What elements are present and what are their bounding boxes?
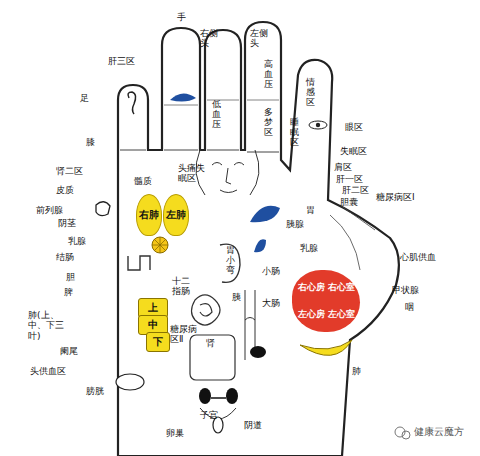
zone-label: 胰 [232, 292, 241, 302]
zone-label: 阴道 [244, 420, 262, 430]
zone-label: 结肠 [56, 252, 74, 262]
zone-text: 上 [148, 301, 158, 315]
zone-label: 低血压 [212, 100, 221, 130]
zone-label: 睡眠区 [290, 118, 299, 148]
zone-label: 大肠 [262, 298, 280, 308]
zone-label: 高血压 [264, 60, 273, 90]
zone-label: 胆囊 [340, 197, 358, 207]
zone-text: 下 [153, 335, 163, 349]
zone-label: 十二指肠 [172, 276, 192, 297]
zone-label: 失眠区 [340, 146, 367, 156]
zone-text: 右心房 [298, 281, 325, 294]
zone-label: 肝三区 [108, 56, 135, 66]
zone-text: 右肺 [139, 208, 159, 222]
lobe-zone: 下 [146, 332, 170, 352]
zone-label: 心肌供血 [400, 252, 436, 262]
zone-label: 子宫 [200, 410, 218, 420]
zone-label: 甲状腺 [392, 285, 419, 295]
zone-text: 右心室 [328, 281, 355, 294]
zone-label: 肾 [206, 338, 215, 348]
zone-label: 肺 [352, 366, 361, 376]
zone-label: 糖尿病区Ⅰ [376, 192, 415, 202]
zone-label: 多梦区 [264, 108, 273, 138]
zone-label: 肝一区 [336, 174, 363, 184]
zone-text: 左心室 [328, 308, 355, 321]
zone-label: 头供血区 [30, 366, 66, 376]
zone-label: 健康云魔方 [414, 426, 464, 438]
zone-label: 胆 [66, 272, 75, 282]
zone-label: 膀胱 [86, 386, 104, 396]
zone-label: 前列腺 [36, 205, 63, 215]
zone-label: 头痛失眠区 [178, 163, 207, 184]
zone-label: 手 [177, 12, 186, 22]
zone-text: 左心房 [298, 308, 325, 321]
zone-label: 阴茎 [58, 218, 76, 228]
zone-text: 左肺 [166, 208, 186, 222]
zone-label: 胃小弯 [226, 246, 235, 276]
zone-label: 脾 [64, 287, 73, 297]
zone-label: 小肠 [262, 266, 280, 276]
zone-label: 乳腺 [68, 236, 86, 246]
zone-label: 右侧头 [200, 28, 220, 49]
zone-label: 咽 [405, 302, 414, 312]
zone-label: 情感区 [306, 78, 315, 108]
zone-text: 中 [148, 318, 158, 332]
heart-zone: 右心房右心室左心房左心室 [292, 270, 360, 332]
zone-label: 左侧头 [250, 28, 270, 49]
zone-label: 眼区 [345, 122, 363, 132]
zone-label: 膝 [86, 137, 95, 147]
zone-label: 肺(上、中、下三叶) [28, 310, 75, 341]
zone-label: 糖尿病区Ⅱ [170, 324, 199, 345]
zone-label: 肩区 [334, 162, 352, 172]
lung-zone: 左肺 [163, 194, 189, 236]
zone-label: 胃 [306, 205, 315, 215]
zone-label: 皮质 [56, 185, 74, 195]
zone-label: 髓质 [134, 176, 152, 186]
zone-label: 足 [80, 93, 89, 103]
zone-label: 乳腺 [300, 243, 318, 253]
lung-zone: 右肺 [136, 194, 162, 236]
zone-label: 阑尾 [60, 346, 78, 356]
zone-label: 肝二区 [342, 185, 369, 195]
zone-label: 卵巢 [166, 428, 184, 438]
zone-label: 胰腺 [286, 219, 304, 229]
zone-label: 肾二区 [56, 166, 83, 176]
